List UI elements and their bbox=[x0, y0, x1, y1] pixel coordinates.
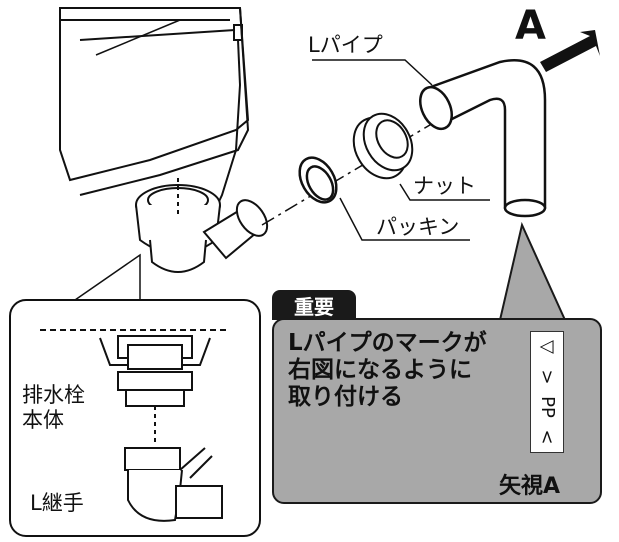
instruction-line-1: Lパイプのマークが bbox=[288, 330, 487, 356]
assembly-axis bbox=[261, 109, 456, 226]
callout-pointer bbox=[498, 221, 567, 321]
mark-symbol-triangle: ▽ bbox=[537, 340, 558, 354]
instruction-line-2: 右図になるように bbox=[288, 357, 472, 383]
drain-body-label-line2: 本体 bbox=[22, 408, 64, 432]
pipe-mark-view: ▽ > PP < bbox=[530, 331, 564, 453]
nut-part bbox=[352, 112, 414, 180]
packing-ring bbox=[298, 156, 338, 204]
mark-symbol-gt: > bbox=[537, 369, 558, 385]
packing-label: パッキン bbox=[376, 215, 460, 239]
drain-body-label-line1: 排水栓 bbox=[22, 383, 85, 407]
view-a-label: 矢視A bbox=[499, 474, 561, 499]
drain-fitting-top bbox=[135, 178, 269, 273]
instruction-line-3: 取り付ける bbox=[288, 384, 403, 410]
l-pipe-part bbox=[419, 59, 547, 218]
important-badge: 重要 bbox=[272, 290, 356, 320]
callout-instruction: Lパイプのマークが 右図になるように 取り付ける bbox=[288, 330, 516, 411]
view-arrow-a bbox=[540, 30, 600, 72]
l-pipe-label: Lパイプ bbox=[308, 33, 383, 57]
mark-symbol-pp: PP bbox=[537, 396, 558, 418]
mark-symbol-lt: < bbox=[537, 429, 558, 445]
sink-body bbox=[59, 7, 250, 211]
view-letter-a: A bbox=[515, 3, 546, 49]
l-joint-label: L継手 bbox=[30, 491, 84, 515]
inset-detail bbox=[9, 253, 261, 537]
nut-label: ナット bbox=[413, 174, 476, 198]
